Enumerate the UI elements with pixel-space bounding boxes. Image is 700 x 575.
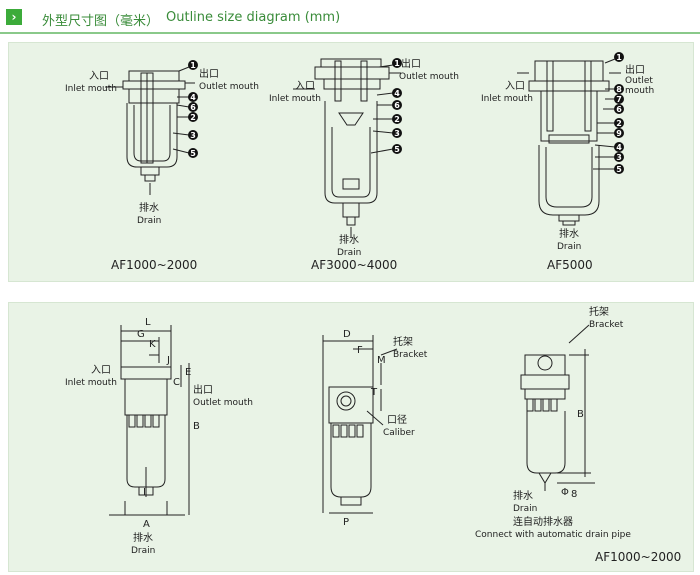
af5000-outlet-cn: 出口 [625, 63, 645, 76]
part-num: 6 [190, 103, 196, 112]
dim-label-phi-sub: 8 [571, 489, 577, 500]
af3000-drain-cn: 排水 [339, 233, 359, 246]
dim-label-phi: Φ [561, 487, 569, 498]
right-drain-en: Drain [513, 504, 537, 514]
af3000-part-numbers: 1 4 6 2 3 5 [392, 58, 402, 154]
af3000-caption: AF3000~4000 [311, 258, 397, 272]
dim-label-b: B [193, 421, 200, 432]
dim-label-l: L [145, 317, 151, 328]
part-num: 3 [394, 129, 400, 138]
part-num: 7 [616, 95, 622, 104]
header-divider [0, 32, 700, 34]
left-drain-cn: 排水 [133, 531, 153, 544]
part-num: 3 [190, 131, 196, 140]
af1000-inlet-cn: 入口 [89, 71, 109, 82]
af3000-outlet-en: Outlet mouth [399, 72, 459, 82]
middle-bracket-cn: 托架 [393, 335, 413, 348]
part-num: 8 [616, 85, 622, 94]
middle-bracket-en: Bracket [393, 350, 428, 360]
dim-label-p: P [343, 517, 349, 528]
af5000-outlet-en2: mouth [625, 86, 654, 96]
af5000-caption: AF5000 [547, 258, 593, 272]
part-num: 2 [616, 119, 622, 128]
part-num: 4 [616, 143, 622, 152]
part-num: 1 [394, 59, 400, 68]
right-auto-drain-cn: 连自动排水器 [513, 515, 573, 528]
middle-caliber-cn: 口径 [387, 413, 407, 426]
af1000-part-numbers: 1 4 6 2 3 5 [188, 60, 198, 158]
chevron-right-icon: › [6, 9, 22, 25]
dim-label-a: A [143, 519, 150, 530]
af3000-drain-en: Drain [337, 248, 361, 258]
dim-label-f: F [357, 345, 363, 356]
part-num: 4 [394, 89, 400, 98]
left-unit-drawing [120, 366, 172, 496]
af3000-outlet-cn: 出口 [401, 57, 421, 70]
part-num: 2 [394, 115, 400, 124]
af5000-inlet-cn: 入口 [505, 81, 525, 92]
middle-unit-drawing [328, 386, 374, 506]
af3000-inlet-en: Inlet mouth [269, 94, 321, 104]
part-num: 9 [616, 129, 622, 138]
right-bracket-cn: 托架 [589, 305, 609, 318]
bottom-diagrams-svg: L G K J E C B I A 入口 Inlet mouth 出口 Outl… [65, 305, 681, 564]
part-num: 3 [616, 153, 622, 162]
panel-outline-diagrams: 1 4 6 2 3 5 1 4 6 2 3 5 1 8 7 6 2 9 4 3 … [8, 42, 694, 282]
af5000-part-numbers: 1 8 7 6 2 9 4 3 5 [614, 52, 624, 174]
dim-label-b-right: B [577, 409, 584, 420]
af5000-drain-en: Drain [557, 242, 581, 252]
dim-label-t: T [370, 387, 378, 398]
af5000-outlet-en: Outlet [625, 76, 653, 86]
af1000-drain-en: Drain [137, 216, 161, 226]
right-unit-drawing [520, 354, 570, 491]
right-bracket-en: Bracket [589, 320, 624, 330]
left-inlet-en: Inlet mouth [65, 378, 117, 388]
af1000-drawing [122, 70, 186, 195]
part-num: 6 [616, 105, 622, 114]
right-drain-cn: 排水 [513, 489, 533, 502]
left-outlet-cn: 出口 [193, 383, 213, 396]
panel-dimension-diagrams: L G K J E C B I A 入口 Inlet mouth 出口 Outl… [8, 302, 694, 572]
dim-label-k: K [149, 339, 156, 350]
top-diagrams-svg: 1 4 6 2 3 5 1 4 6 2 3 5 1 8 7 6 2 9 4 3 … [65, 52, 654, 272]
left-outlet-en: Outlet mouth [193, 398, 253, 408]
section-title-cn: 外型尺寸图（毫米） [42, 14, 160, 29]
part-num: 4 [190, 93, 196, 102]
right-caption: AF1000~2000 [595, 550, 681, 564]
af3000-inlet-cn: 入口 [295, 81, 315, 92]
left-inlet-cn: 入口 [91, 365, 111, 376]
dim-label-i: I [143, 487, 146, 498]
middle-caliber-en: Caliber [383, 428, 415, 438]
af5000-drain-cn: 排水 [559, 227, 579, 240]
part-num: 5 [394, 145, 400, 154]
dim-label-d: D [343, 329, 351, 340]
dim-label-e: E [185, 367, 191, 378]
section-header: › 外型尺寸图（毫米） Outline size diagram (mm) [0, 0, 700, 36]
section-title-en: Outline size diagram (mm) [166, 10, 341, 25]
left-drain-en: Drain [131, 546, 155, 556]
af1000-inlet-en: Inlet mouth [65, 84, 117, 94]
part-num: 1 [190, 61, 196, 70]
part-num: 6 [394, 101, 400, 110]
part-num: 5 [616, 165, 622, 174]
af1000-outlet-cn: 出口 [199, 67, 219, 80]
af1000-caption: AF1000~2000 [111, 258, 197, 272]
dim-label-c: C [173, 377, 180, 388]
right-auto-drain-en: Connect with automatic drain pipe [475, 530, 631, 540]
dim-label-m: M [377, 355, 386, 366]
dim-label-g: G [137, 329, 145, 340]
af1000-outlet-en: Outlet mouth [199, 82, 259, 92]
part-num: 5 [190, 149, 196, 158]
dim-label-j: J [166, 355, 170, 366]
af5000-drawing [528, 60, 610, 226]
part-num: 1 [616, 53, 622, 62]
af3000-drawing [314, 58, 390, 237]
part-num: 2 [190, 113, 196, 122]
af1000-drain-cn: 排水 [139, 201, 159, 214]
af5000-inlet-en: Inlet mouth [481, 94, 533, 104]
